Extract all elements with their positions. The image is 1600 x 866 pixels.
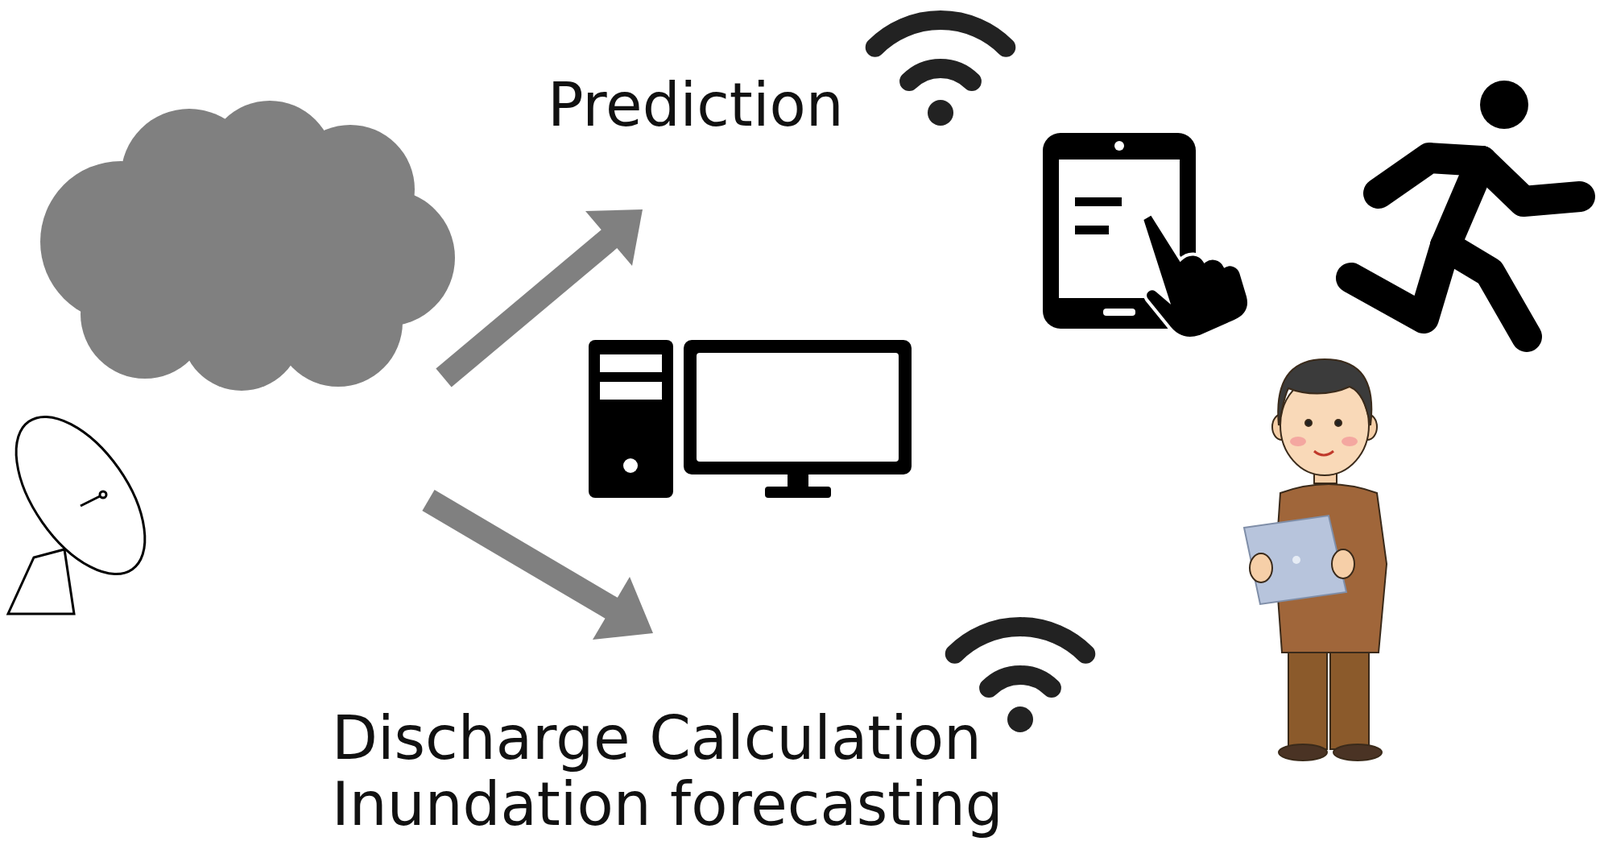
rain-cloud	[40, 100, 455, 391]
tablet-icon	[1042, 132, 1249, 339]
radar-dish	[0, 394, 171, 614]
caption-label: Discharge Calculation	[331, 703, 982, 773]
flow-arrow	[428, 500, 654, 640]
person-illustration	[1244, 359, 1387, 761]
caption-label: Inundation forecasting	[331, 769, 1004, 839]
caption-label: Prediction	[547, 70, 844, 140]
computer-icon	[588, 339, 912, 498]
wifi-icon	[875, 20, 1007, 126]
running-person-icon	[1351, 80, 1580, 337]
